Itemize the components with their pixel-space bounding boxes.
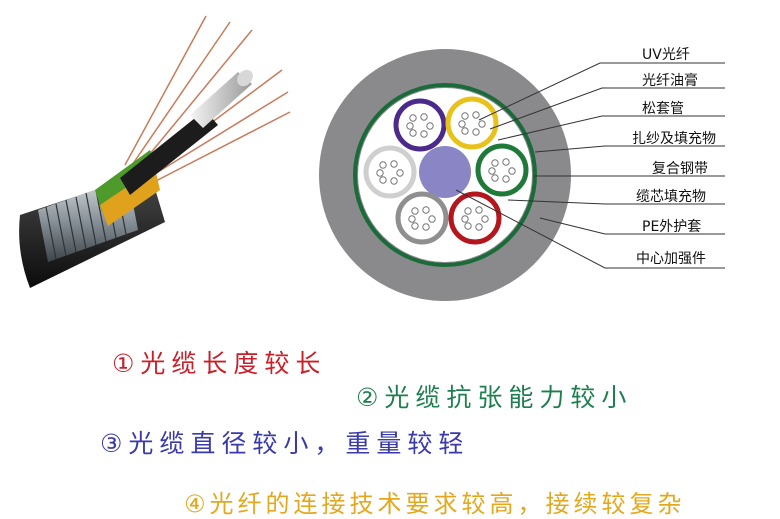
label-uv-fiber: UV光纤 bbox=[642, 47, 690, 63]
inner-black-tube bbox=[120, 110, 218, 195]
tube-green bbox=[475, 143, 529, 197]
steel-tape-ring bbox=[353, 83, 537, 267]
fiber-dots bbox=[376, 111, 516, 231]
leader-pe-jacket bbox=[539, 217, 725, 235]
note-2: ②光缆抗张能力较小 bbox=[356, 383, 633, 412]
label-binding-filler: 扎纱及填充物 bbox=[632, 131, 716, 147]
note-1: ①光缆长度较长 bbox=[112, 349, 327, 378]
leader-loose-tube bbox=[497, 115, 725, 141]
central-rod bbox=[190, 72, 252, 128]
leader-lines bbox=[455, 62, 725, 269]
label-composite-steel-tape: 复合钢带 bbox=[652, 161, 708, 177]
tube-gray bbox=[395, 191, 449, 245]
leader-binding-filler bbox=[534, 145, 725, 153]
cross-section bbox=[319, 49, 571, 301]
cable-cutaway-image bbox=[19, 15, 291, 288]
steel-corrugation bbox=[45, 181, 127, 260]
leader-core-filler bbox=[507, 199, 725, 205]
leader-uv-fiber bbox=[478, 62, 725, 121]
leader-fiber-grease bbox=[489, 87, 725, 130]
label-loose-tube: 松套管 bbox=[642, 101, 684, 117]
label-pe-jacket: PE外护套 bbox=[642, 219, 702, 235]
note-4: ④光纤的连接技术要求较高，接续较复杂 bbox=[184, 490, 686, 518]
tube-red bbox=[448, 191, 502, 245]
note-3: ③光缆直径较小，重量较轻 bbox=[100, 429, 470, 458]
label-central-strength-member: 中心加强件 bbox=[636, 251, 706, 267]
tube-purple bbox=[393, 98, 447, 152]
tube-white bbox=[363, 145, 417, 199]
label-fiber-grease: 光纤油膏 bbox=[642, 73, 698, 89]
central-strength-member-circle bbox=[419, 146, 471, 198]
leader-central-member bbox=[455, 189, 725, 269]
label-core-filler: 缆芯填充物 bbox=[636, 189, 706, 205]
tube-yellow bbox=[445, 96, 499, 150]
